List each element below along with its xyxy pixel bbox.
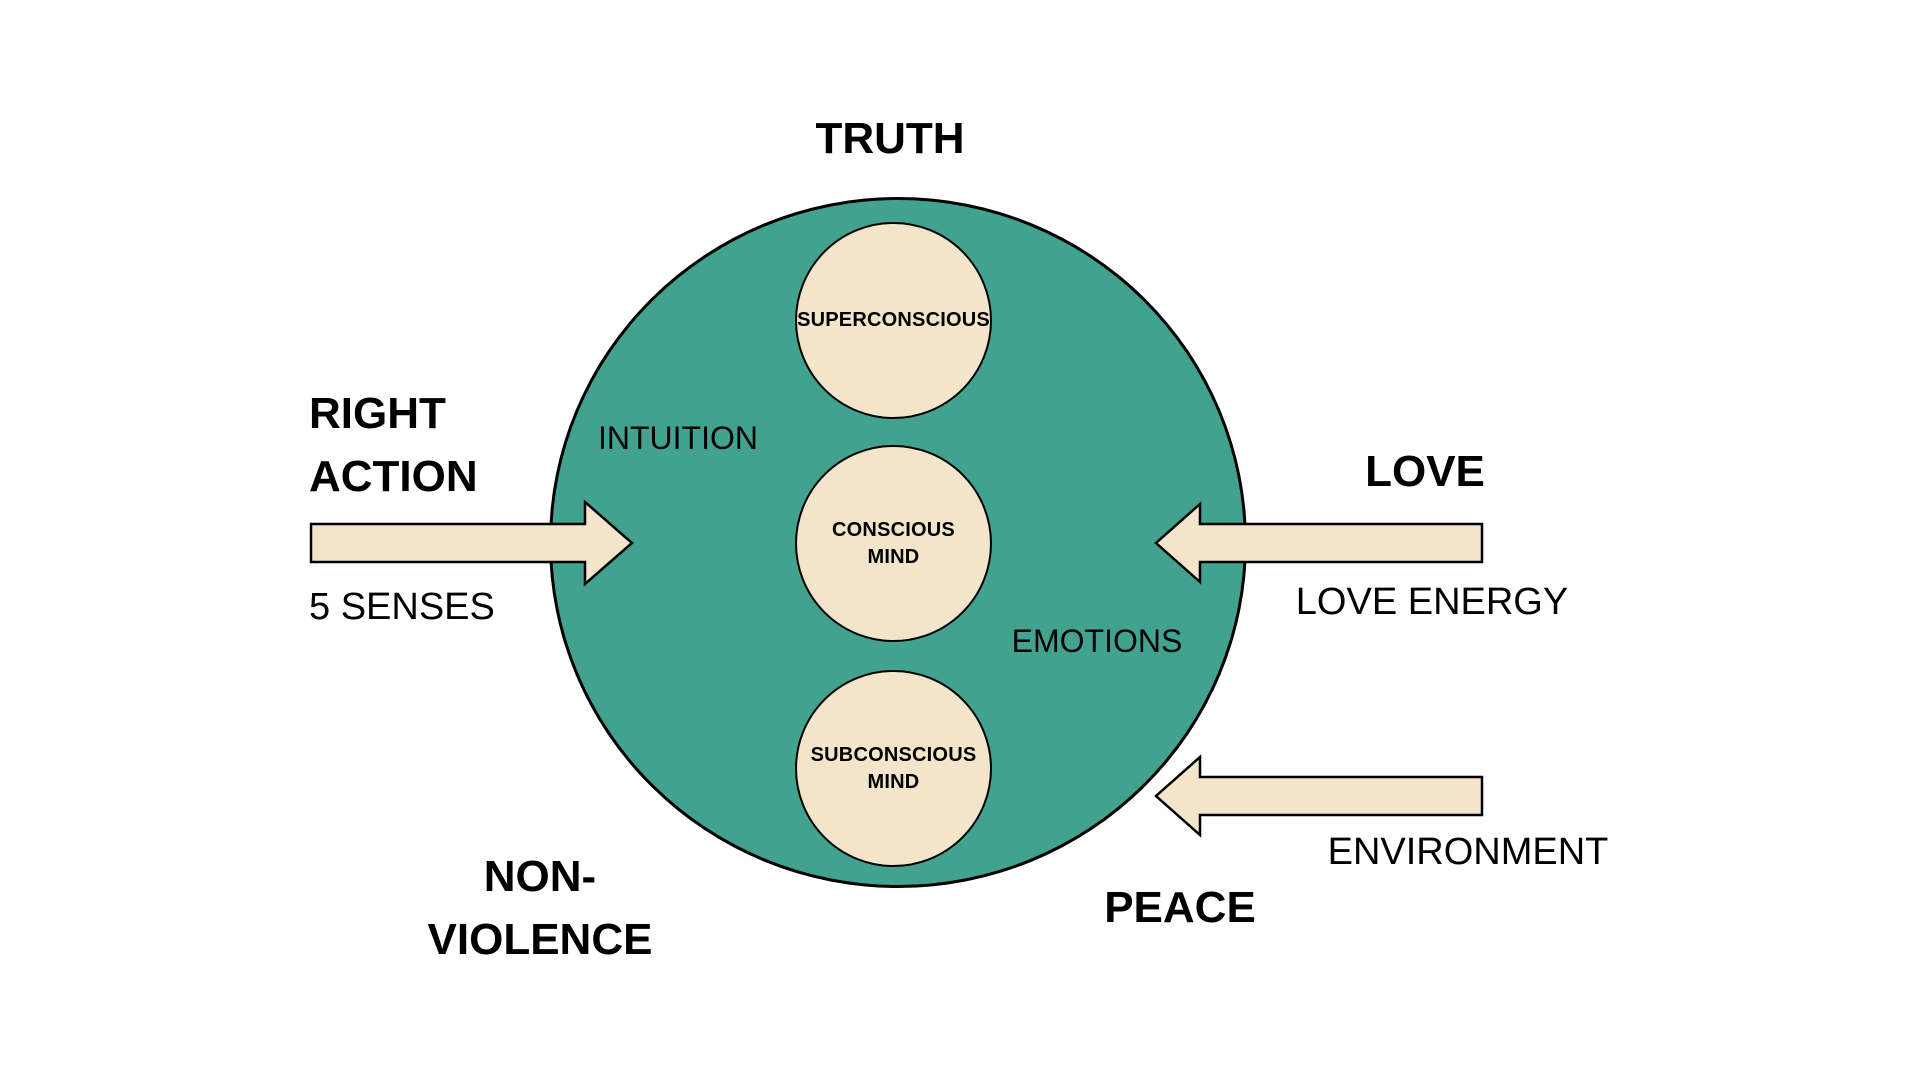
five-senses-label: 5 SENSES bbox=[309, 586, 495, 628]
truth-label: TRUTH bbox=[815, 114, 965, 163]
superconscious-label: SUPERCONSCIOUS bbox=[797, 309, 990, 331]
love-energy-label: LOVE ENERGY bbox=[1295, 581, 1569, 623]
conscious-mind-circle: CONSCIOUS MIND bbox=[795, 445, 992, 642]
intuition-label: INTUITION bbox=[598, 420, 758, 456]
conscious-mind-label: CONSCIOUS MIND bbox=[832, 518, 955, 568]
love-label: LOVE bbox=[1365, 447, 1485, 496]
superconscious-circle: SUPERCONSCIOUS bbox=[795, 222, 992, 419]
right-action-label: RIGHT ACTION bbox=[309, 389, 478, 501]
environment-label: ENVIRONMENT bbox=[1327, 831, 1609, 873]
subconscious-mind-label: SUBCONSCIOUS MIND bbox=[810, 743, 977, 793]
emotions-label: EMOTIONS bbox=[1011, 623, 1183, 659]
subconscious-mind-circle: SUBCONSCIOUS MIND bbox=[795, 670, 992, 867]
environment-arrow bbox=[1154, 754, 1484, 838]
peace-label: PEACE bbox=[1104, 883, 1256, 932]
non-violence-label: NON- VIOLENCE bbox=[427, 852, 653, 964]
